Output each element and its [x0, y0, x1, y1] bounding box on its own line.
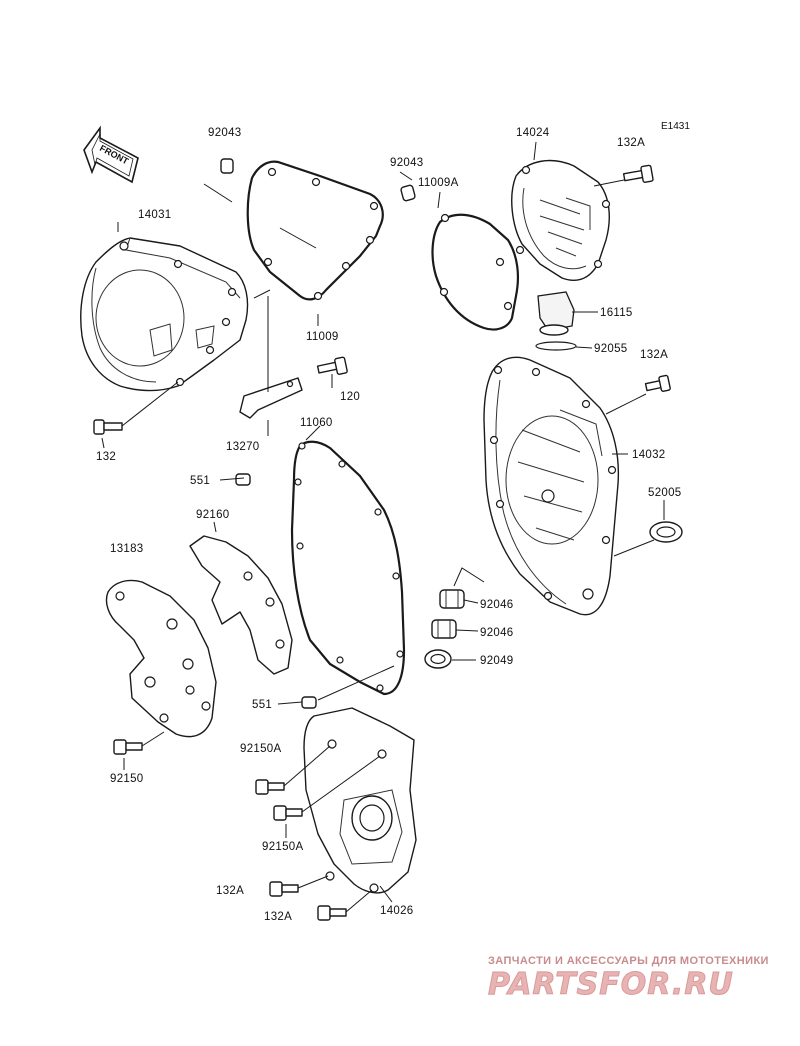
part-92055-o-ring [535, 341, 593, 351]
label-14032: 14032 [632, 449, 665, 461]
part-92049-seal [424, 649, 476, 669]
label-92043: 92043 [208, 127, 241, 139]
label-92150: 92150 [110, 773, 143, 785]
label-132a: 132A [216, 885, 244, 897]
label-132a: 132A [264, 911, 292, 923]
label-132a: 132A [640, 349, 668, 361]
label-92150a: 92150A [240, 743, 281, 755]
label-13270: 13270 [226, 441, 259, 453]
label-14026: 14026 [380, 905, 413, 917]
part-14024-clutch-cover [511, 159, 611, 282]
label-132: 132 [96, 451, 116, 463]
label-52005: 52005 [648, 487, 681, 499]
label-120: 120 [340, 391, 360, 403]
part-92160-plate [189, 535, 293, 675]
watermark-logo: PARTSFOR.RU [488, 967, 734, 1002]
label-14031: 14031 [138, 209, 171, 221]
label-92160: 92160 [196, 509, 229, 521]
part-14026-sprocket-cover [303, 707, 417, 894]
part-132a-bolt-bottom-2 [317, 889, 373, 921]
label-92043: 92043 [390, 157, 423, 169]
label-92046: 92046 [480, 627, 513, 639]
front-direction-arrow-icon: FRONT [83, 125, 139, 184]
label-551: 551 [252, 699, 272, 711]
part-132a-bolt-mid [605, 374, 671, 415]
part-14031-generator-cover [80, 237, 249, 392]
part-11009-gasket [246, 160, 384, 301]
label-92150a: 92150A [262, 841, 303, 853]
label-92046: 92046 [480, 599, 513, 611]
part-52005-oil-seal [613, 521, 683, 557]
diagram-code: E1431 [661, 121, 690, 132]
label-551: 551 [190, 475, 210, 487]
part-14032-crankcase-cover [483, 356, 628, 616]
label-132a: 132A [617, 137, 645, 149]
label-16115: 16115 [600, 307, 633, 319]
part-13183-plate [105, 579, 217, 738]
part-11060-gasket [290, 440, 406, 696]
part-92046-bearing-upper [439, 567, 485, 609]
part-551-dowel-upper [235, 473, 251, 486]
part-16115-filler-cap [537, 291, 598, 336]
watermark-tagline: ЗАПЧАСТИ И АКСЕССУАРЫ ДЛЯ МОТОТЕХНИКИ [488, 955, 769, 967]
part-92043-dowel-pin-upper [203, 158, 234, 203]
part-92046-bearing-lower [431, 619, 479, 639]
label-11009a: 11009A [418, 177, 459, 189]
part-132-bolt [93, 381, 179, 435]
part-92150-bolt [113, 731, 165, 755]
label-11060: 11060 [300, 417, 333, 429]
part-13270-bracket [239, 289, 303, 419]
part-120-bolt [316, 356, 348, 375]
label-13183: 13183 [110, 543, 143, 555]
part-92043-dowel-pin-right [400, 184, 416, 202]
label-14024: 14024 [516, 127, 550, 139]
label-92055: 92055 [594, 343, 627, 355]
part-132a-bolt-bottom-1 [269, 875, 329, 897]
label-11009: 11009 [306, 331, 339, 343]
label-92049: 92049 [480, 655, 513, 667]
part-132a-bolt-top [593, 164, 654, 187]
part-11009a-gasket [431, 213, 519, 331]
part-92150a-bolt-lower [273, 755, 381, 838]
part-92150a-bolt-upper [255, 745, 331, 795]
